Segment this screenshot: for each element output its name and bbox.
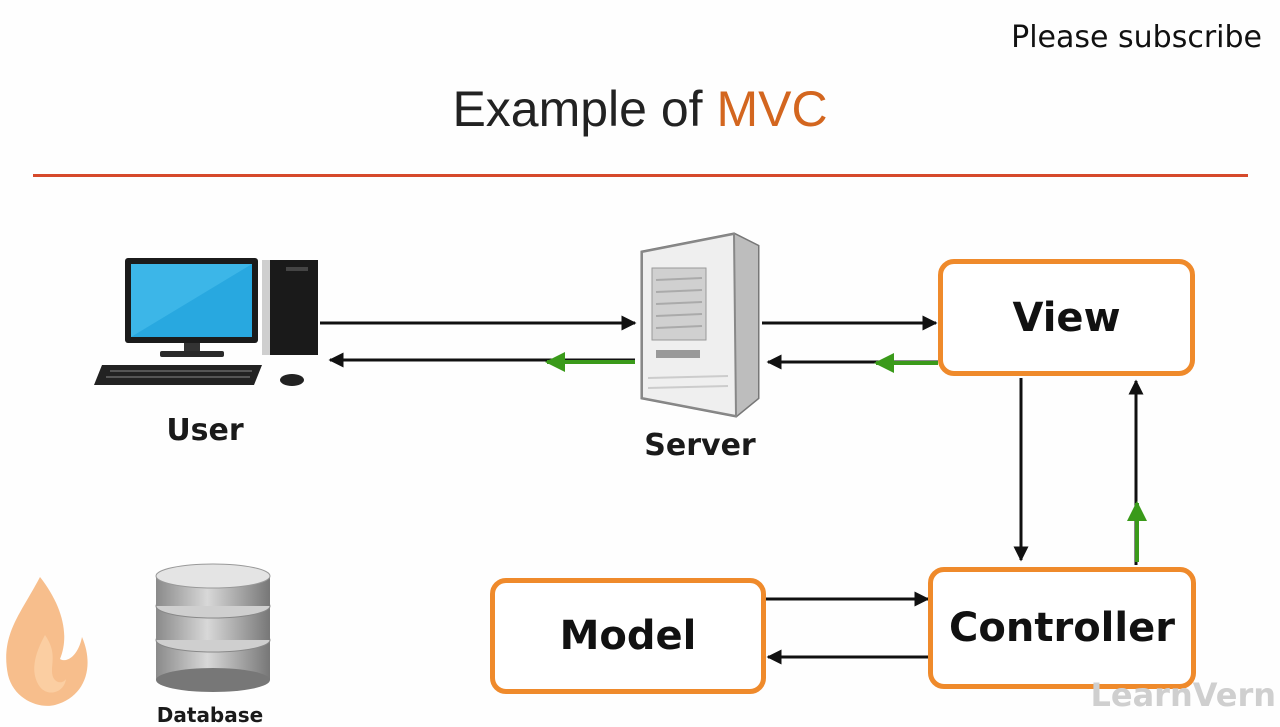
title-accent: MVC [716, 81, 828, 137]
model-label: Model [559, 613, 697, 659]
server-tower-icon [640, 232, 760, 418]
title-divider [33, 174, 1248, 177]
view-label: View [1012, 294, 1121, 341]
watermark-text: LearnVern [1090, 676, 1276, 714]
database-label: Database [156, 703, 264, 727]
server-label: Server [644, 428, 756, 463]
flame-logo-icon [6, 577, 88, 706]
subscribe-text: Please subscribe [1011, 20, 1262, 55]
database-icon [155, 563, 271, 692]
model-box: Model [490, 578, 766, 694]
page-title: Example of MVC [0, 80, 1280, 138]
controller-box: Controller [928, 567, 1196, 689]
desktop-computer-icon [94, 258, 318, 386]
view-box: View [938, 259, 1195, 376]
title-prefix: Example of [452, 81, 717, 137]
controller-label: Controller [949, 605, 1175, 651]
user-label: User [166, 413, 244, 448]
